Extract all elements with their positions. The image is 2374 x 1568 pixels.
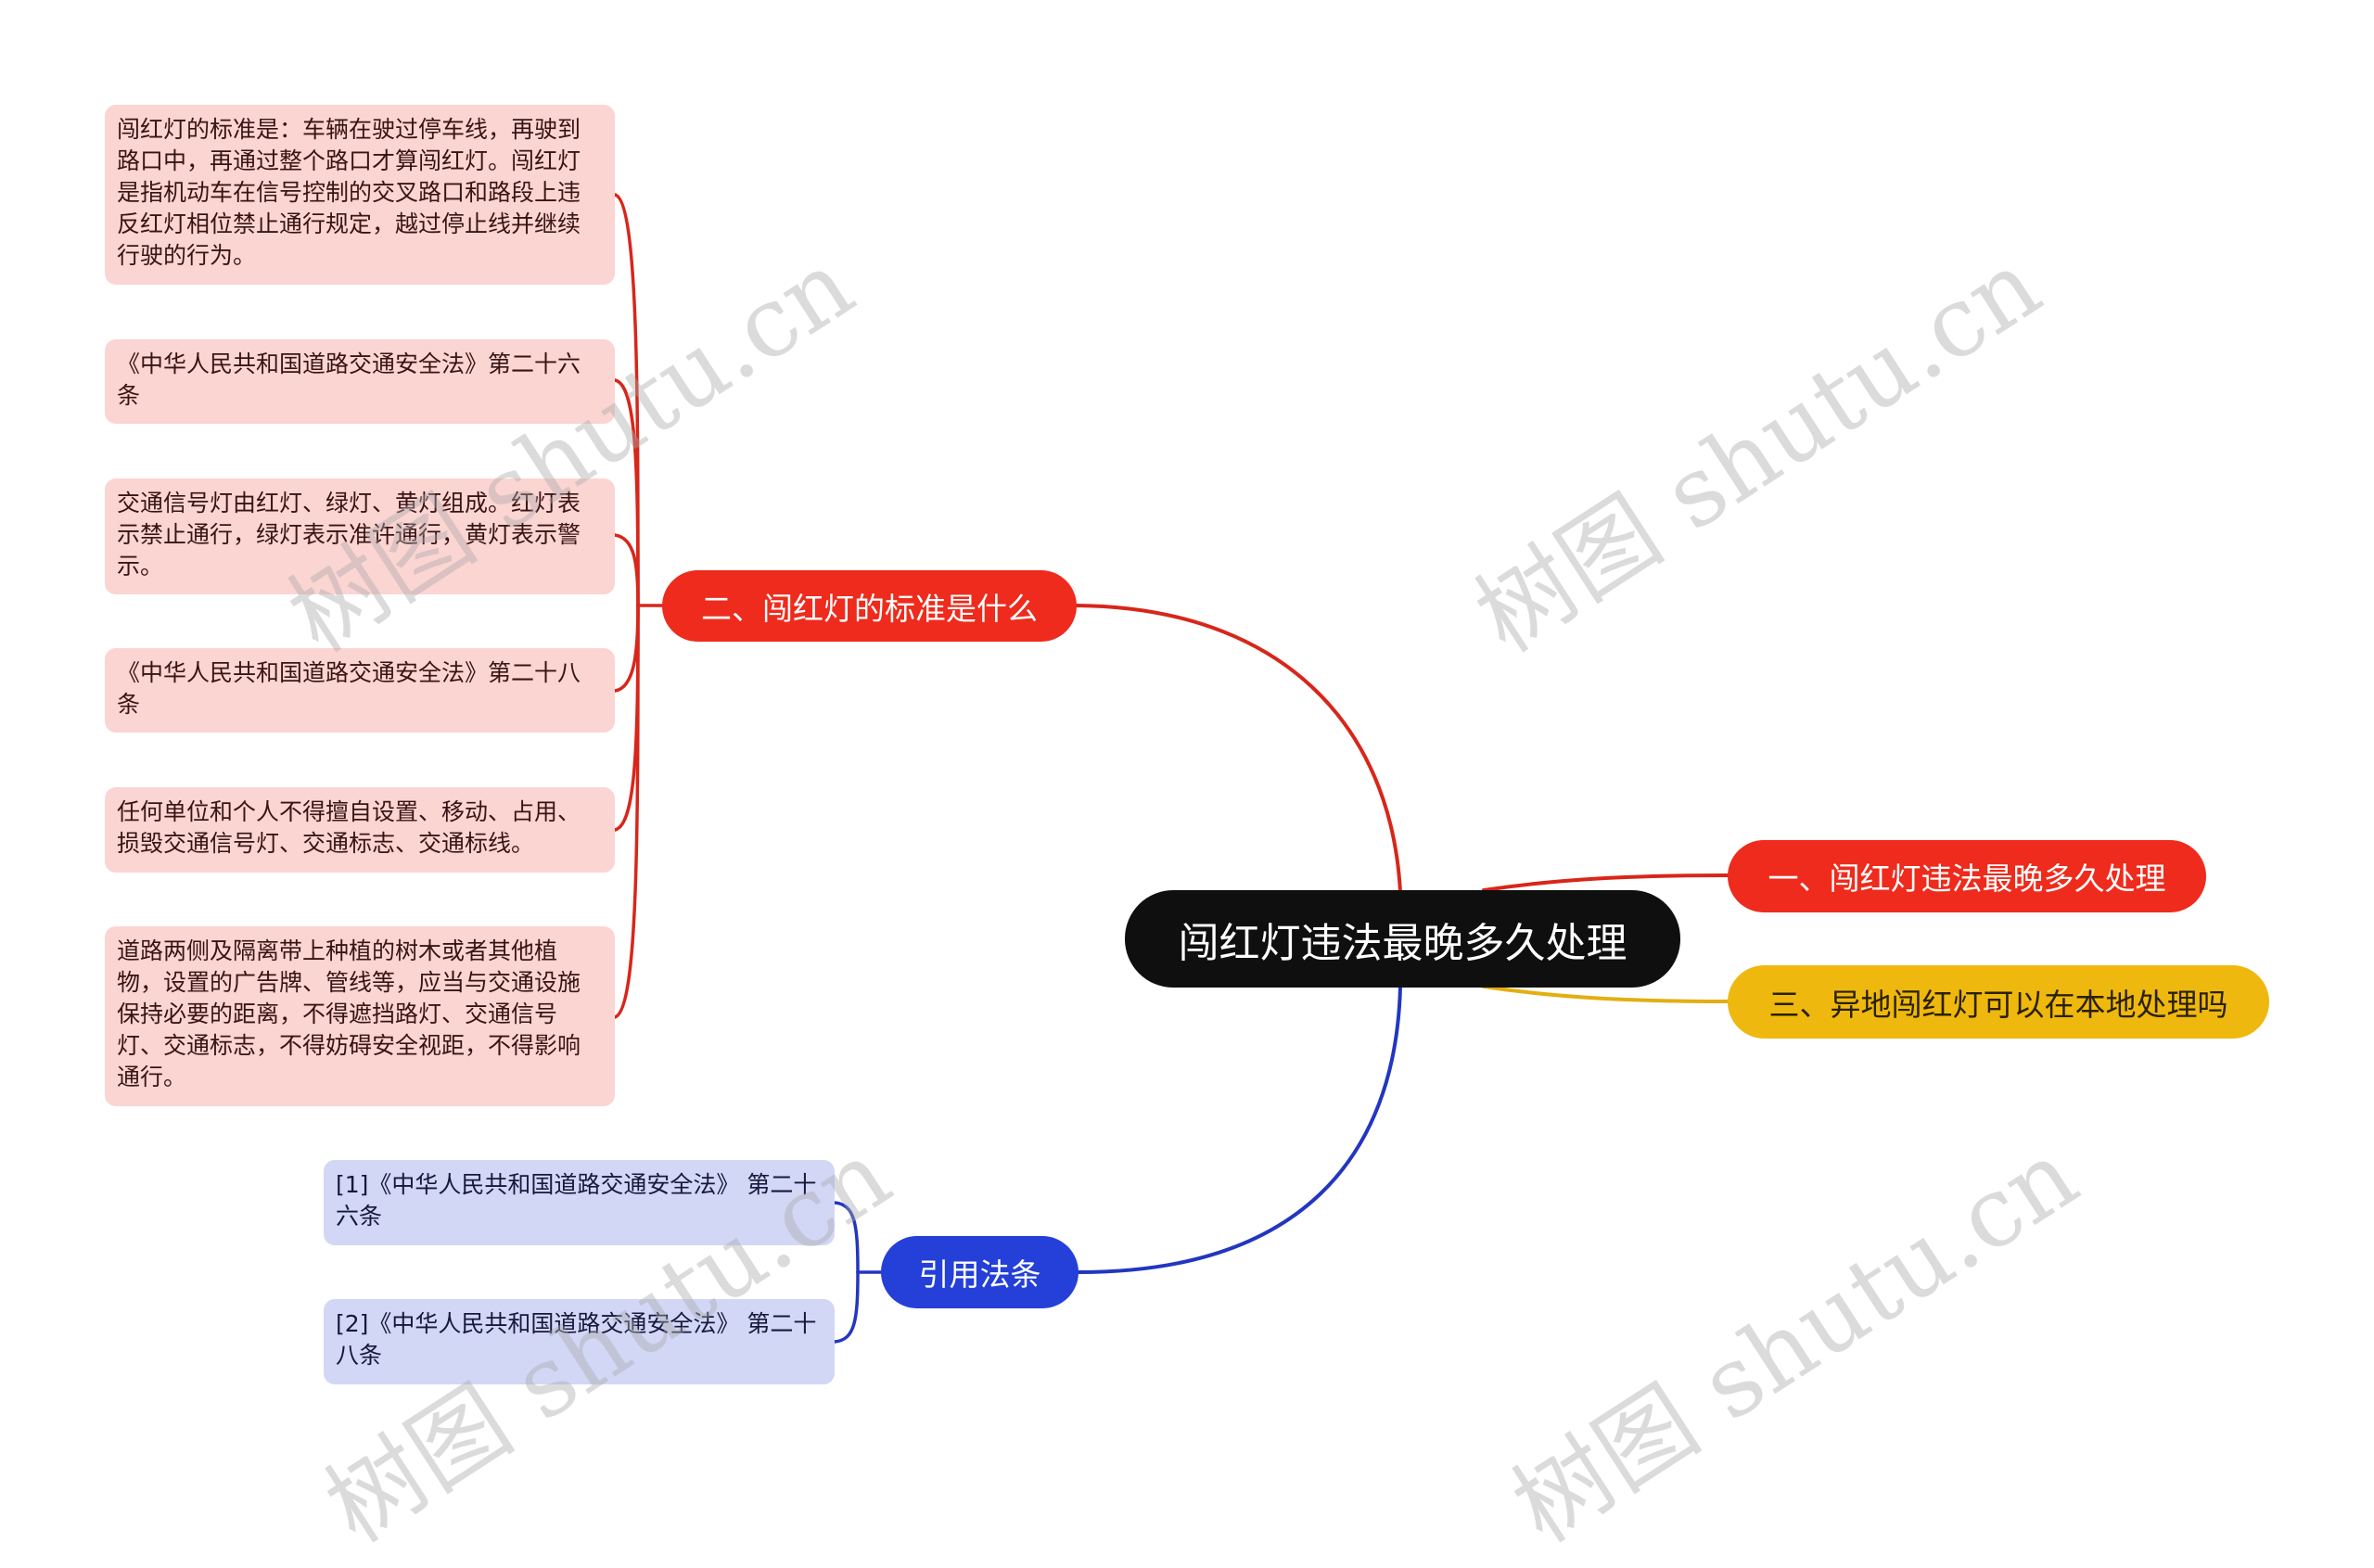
leaf-node-no-tampering[interactable]: 任何单位和个人不得擅自设置、移动、占用、损毁交通信号灯、交通标志、交通标线。 [105, 787, 615, 873]
link-b2-c3 [613, 533, 640, 607]
branch-node-remote-handling[interactable]: 三、异地闯红灯可以在本地处理吗 [1728, 965, 2269, 1039]
leaf-text: 任何单位和个人不得擅自设置、移动、占用、损毁交通信号灯、交通标志、交通标线。 [117, 798, 581, 857]
branch-label: 一、闯红灯违法最晚多久处理 [1768, 860, 2166, 897]
link-b2-c2 [613, 378, 640, 607]
link-b2-c4 [613, 604, 640, 693]
link-b2-c5 [613, 604, 640, 832]
leaf-text: [2]《中华人民共和国道路交通安全法》 第二十八条 [336, 1310, 817, 1369]
leaf-text: 交通信号灯由红灯、绿灯、黄灯组成。红灯表示禁止通行，绿灯表示准许通行，黄灯表示警… [117, 490, 581, 580]
leaf-text: 道路两侧及隔离带上种植的树木或者其他植物，设置的广告牌、管线等，应当与交通设施保… [117, 937, 581, 1090]
branch-node-deadline[interactable]: 一、闯红灯违法最晚多久处理 [1728, 840, 2206, 912]
leaf-node-signal-lights[interactable]: 交通信号灯由红灯、绿灯、黄灯组成。红灯表示禁止通行，绿灯表示准许通行，黄灯表示警… [105, 478, 615, 594]
leaf-node-law-art26[interactable]: 《中华人民共和国道路交通安全法》第二十六条 [105, 339, 615, 424]
leaf-node-law-art28[interactable]: 《中华人民共和国道路交通安全法》第二十八条 [105, 648, 615, 733]
link-root-b2 [1075, 604, 1402, 894]
leaf-node-ref-1[interactable]: [1]《中华人民共和国道路交通安全法》 第二十六条 [324, 1160, 835, 1245]
mindmap-canvas: 闯红灯违法最晚多久处理 二、闯红灯的标准是什么 一、闯红灯违法最晚多久处理 三、… [105, 105, 2269, 1564]
branch-node-references[interactable]: 引用法条 [881, 1236, 1079, 1308]
leaf-node-standard-definition[interactable]: 闯红灯的标准是：车辆在驶过停车线，再驶到路口中，再通过整个路口才算闯红灯。闯红灯… [105, 105, 615, 285]
link-root-b3 [1482, 985, 1729, 1003]
link-b2-c1 [613, 193, 640, 607]
link-root-b1 [1482, 873, 1729, 892]
leaf-text: 闯红灯的标准是：车辆在驶过停车线，再驶到路口中，再通过整个路口才算闯红灯。闯红灯… [117, 116, 581, 269]
leaf-node-roadside-clearance[interactable]: 道路两侧及隔离带上种植的树木或者其他植物，设置的广告牌、管线等，应当与交通设施保… [105, 926, 615, 1106]
root-label: 闯红灯违法最晚多久处理 [1178, 919, 1627, 967]
leaf-node-ref-2[interactable]: [2]《中华人民共和国道路交通安全法》 第二十八条 [324, 1299, 835, 1384]
link-b2-c6 [613, 604, 640, 1019]
link-ref-c1 [833, 1201, 860, 1274]
connector-lines [613, 193, 1729, 1344]
link-ref-c2 [833, 1270, 860, 1344]
leaf-text: 《中华人民共和国道路交通安全法》第二十八条 [117, 659, 581, 718]
branch-label: 二、闯红灯的标准是什么 [701, 590, 1038, 627]
branch-label: 三、异地闯红灯可以在本地处理吗 [1768, 986, 2228, 1023]
leaf-text: 《中华人民共和国道路交通安全法》第二十六条 [117, 351, 581, 409]
branch-label: 引用法条 [918, 1256, 1041, 1293]
leaf-text: [1]《中华人民共和国道路交通安全法》 第二十六条 [336, 1171, 817, 1230]
link-root-ref [1077, 985, 1402, 1274]
branch-node-standard[interactable]: 二、闯红灯的标准是什么 [662, 570, 1077, 642]
root-node[interactable]: 闯红灯违法最晚多久处理 [1125, 890, 1680, 988]
